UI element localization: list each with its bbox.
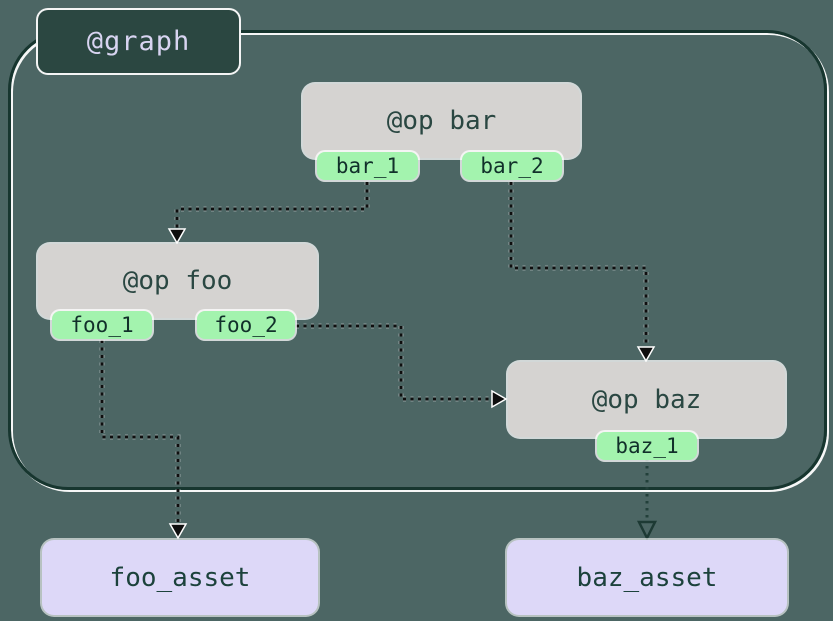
- op-baz-title: @op baz: [591, 384, 702, 415]
- graph-container-outline: [8, 30, 827, 490]
- output-tag-foo-2-label: foo_2: [214, 313, 278, 337]
- output-tag-foo-1-label: foo_1: [70, 313, 134, 337]
- output-tag-bar-2-label: bar_2: [480, 154, 544, 178]
- output-tag-foo-1[interactable]: foo_1: [52, 311, 152, 339]
- output-tag-bar-2[interactable]: bar_2: [462, 152, 562, 180]
- op-bar-title: @op bar: [386, 106, 497, 136]
- graph-label[interactable]: @graph: [36, 8, 241, 75]
- asset-baz-label: baz_asset: [576, 562, 718, 593]
- output-tag-baz-1-label: baz_1: [615, 434, 679, 458]
- op-node-bar[interactable]: @op bar bar_1 bar_2: [303, 84, 580, 180]
- output-tag-bar-1[interactable]: bar_1: [317, 152, 418, 180]
- arrowhead-into-foo-asset: [168, 523, 188, 540]
- output-tag-foo-2[interactable]: foo_2: [197, 311, 295, 339]
- asset-node-foo-asset[interactable]: foo_asset: [42, 540, 318, 615]
- op-node-baz[interactable]: @op baz baz_1: [508, 362, 785, 460]
- output-tag-baz-1[interactable]: baz_1: [597, 432, 697, 460]
- asset-foo-label: foo_asset: [109, 562, 251, 593]
- op-foo-title: @op foo: [122, 266, 233, 296]
- asset-node-baz-asset[interactable]: baz_asset: [507, 540, 787, 615]
- op-node-foo[interactable]: @op foo foo_1 foo_2: [38, 244, 317, 339]
- output-tag-bar-1-label: bar_1: [335, 154, 400, 178]
- arrowhead-into-baz-asset: [636, 520, 658, 541]
